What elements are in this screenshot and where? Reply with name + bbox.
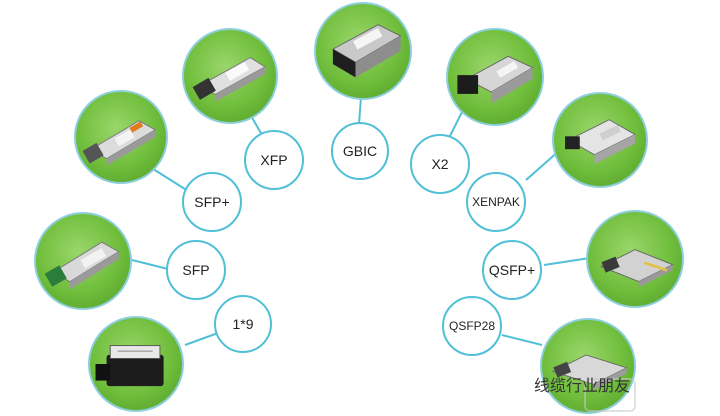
link-sfp-plus xyxy=(149,166,189,192)
label-qsfp-plus: QSFP+ xyxy=(482,240,542,300)
label-sfp-plus: SFP+ xyxy=(182,172,242,232)
photo-qsfp-plus xyxy=(586,210,684,308)
label-x2-text: X2 xyxy=(431,156,449,172)
label-xfp-text: XFP xyxy=(260,152,288,168)
module-gbic-icon xyxy=(331,24,402,78)
photo-xenpak xyxy=(552,92,648,188)
label-xenpak-text: XENPAK xyxy=(472,195,520,209)
link-qsfp-plus xyxy=(543,257,591,266)
label-xenpak: XENPAK xyxy=(466,172,526,232)
label-1x9: 1*9 xyxy=(214,295,272,353)
label-sfp: SFP xyxy=(166,240,226,300)
link-sfp xyxy=(131,259,169,270)
module-x2-icon xyxy=(457,55,534,104)
link-gbic xyxy=(358,96,362,125)
photo-xfp xyxy=(182,28,278,124)
label-xfp: XFP xyxy=(244,130,304,190)
photo-qsfp28 xyxy=(540,318,636,414)
label-qsfp-plus-text: QSFP+ xyxy=(488,262,536,278)
watermark-logo-icon xyxy=(584,378,636,412)
photo-1x9 xyxy=(88,316,184,412)
module-1x9-icon xyxy=(95,345,164,387)
label-x2: X2 xyxy=(410,134,470,194)
label-qsfp28-text: QSFP28 xyxy=(448,319,496,333)
photo-sfp xyxy=(34,212,132,310)
label-gbic: GBIC xyxy=(331,122,389,180)
module-qsfp-plus-icon xyxy=(600,249,674,288)
photo-sfp-plus xyxy=(74,90,168,184)
module-xfp-icon xyxy=(192,57,266,102)
module-sfp-plus-icon xyxy=(82,120,157,166)
label-sfp-plus-text: SFP+ xyxy=(194,194,230,210)
label-1x9-text: 1*9 xyxy=(232,316,254,332)
module-xenpak-icon xyxy=(565,119,636,164)
watermark-text: 线缆行业朋友 xyxy=(534,376,631,395)
photo-gbic xyxy=(314,2,412,100)
label-qsfp28: QSFP28 xyxy=(442,296,502,356)
link-qsfp28 xyxy=(501,334,543,346)
module-sfp-icon xyxy=(44,241,120,290)
photo-x2 xyxy=(446,28,544,126)
label-gbic-text: GBIC xyxy=(342,143,378,159)
label-sfp-text: SFP xyxy=(182,262,210,278)
link-1x9 xyxy=(184,332,219,346)
